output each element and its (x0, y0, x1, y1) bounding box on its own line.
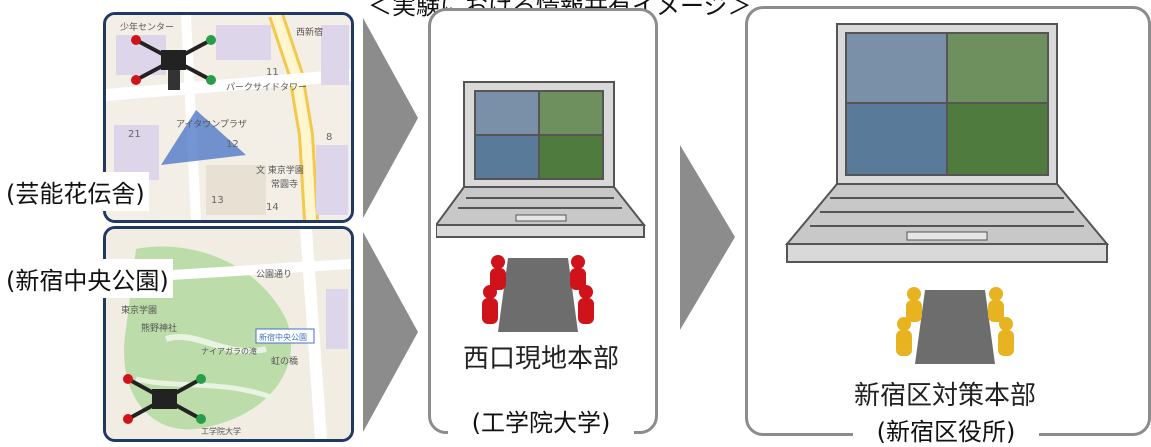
arrow-lower (363, 232, 418, 432)
source-label-geinou-kadensha: (芸能花伝舎) (2, 172, 149, 211)
svg-text:西新宿: 西新宿 (296, 26, 323, 38)
svg-text:12: 12 (226, 139, 239, 150)
local-hq-name: 西口現地本部 (462, 344, 619, 374)
source-label-shinjuku-central-park: (新宿中央公園) (2, 259, 173, 298)
arrow-to-city-hq (680, 145, 735, 330)
map-upper-graphic: 少年センター 西新宿 パークサイドタワー アイタウンプラザ 文 東京学園 常圓寺… (106, 15, 351, 220)
local-hq-meeting-icon (482, 255, 594, 332)
svg-text:11: 11 (266, 67, 279, 78)
city-hq-meeting-icon (896, 287, 1014, 364)
svg-text:新宿中央公園: 新宿中央公園 (259, 332, 307, 342)
svg-text:工学院大学: 工学院大学 (201, 426, 241, 436)
svg-text:13: 13 (211, 195, 224, 206)
svg-text:8: 8 (326, 132, 332, 143)
arrow-upper (363, 18, 418, 218)
local-hq-place: (工学院大学) (448, 403, 634, 438)
drone-icon-lower (123, 374, 206, 424)
svg-text:常圓寺: 常圓寺 (271, 178, 298, 190)
svg-text:ナイアガラの滝: ナイアガラの滝 (201, 346, 257, 356)
city-hq-place: (新宿区役所) (853, 412, 1039, 447)
svg-text:パークサイドタワー: パークサイドタワー (226, 82, 307, 93)
svg-text:14: 14 (266, 202, 279, 213)
svg-text:21: 21 (128, 129, 141, 140)
svg-text:熊野神社: 熊野神社 (141, 322, 177, 334)
drone-map-upper: 少年センター 西新宿 パークサイドタワー アイタウンプラザ 文 東京学園 常圓寺… (103, 12, 354, 223)
svg-text:アイタウンプラザ: アイタウンプラザ (176, 119, 247, 130)
svg-text:文 東京学園: 文 東京学園 (256, 164, 304, 176)
laptop-city (784, 23, 1110, 263)
svg-text:少年センター: 少年センター (120, 21, 174, 33)
city-hq-name: 新宿区対策本部 (853, 381, 1036, 411)
svg-text:東京学園: 東京学園 (121, 304, 157, 316)
svg-text:虹の橋: 虹の橋 (271, 355, 298, 367)
drone-icon-upper (131, 35, 216, 90)
svg-text:公園通り: 公園通り (256, 269, 292, 280)
laptop-local (436, 81, 646, 238)
